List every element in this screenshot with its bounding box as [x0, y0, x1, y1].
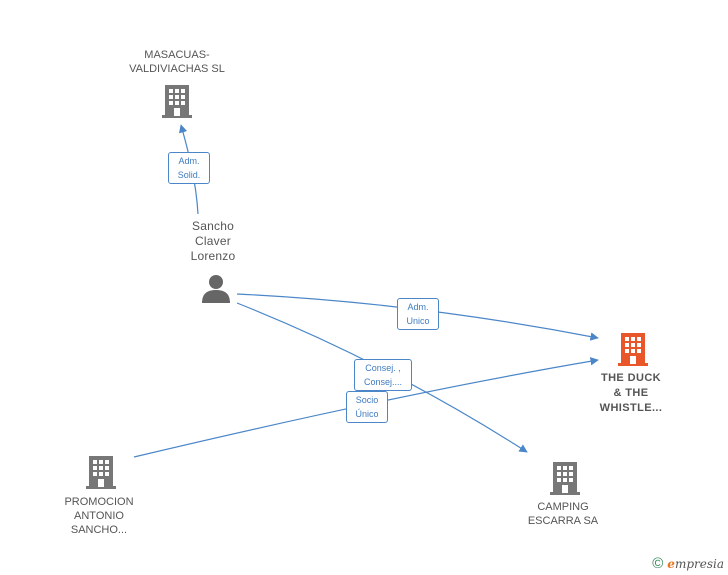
- edge-label-socio[interactable]: Socio Único: [346, 391, 388, 423]
- building-icon[interactable]: [550, 461, 580, 495]
- person-label-sancho[interactable]: Sancho Claver Lorenzo: [190, 219, 236, 263]
- company-label-duck[interactable]: THE DUCK & THE WHISTLE...: [599, 372, 663, 414]
- building-icon[interactable]: [162, 84, 192, 118]
- footer-brand: © empresia: [652, 555, 724, 572]
- edge-label-adm-solid[interactable]: Adm. Solid.: [168, 152, 210, 184]
- edge-label-consej[interactable]: Consej. , Consej....: [354, 359, 412, 391]
- company-label-masacuas[interactable]: MASACUAS- VALDIVIACHAS SL: [129, 49, 225, 75]
- edge-label-adm-unico[interactable]: Adm. Unico: [397, 298, 439, 330]
- building-icon[interactable]: [86, 455, 116, 489]
- brand-logo[interactable]: empresia: [667, 556, 724, 571]
- building-icon[interactable]: [618, 332, 648, 366]
- company-label-camping[interactable]: CAMPING ESCARRA SA: [527, 501, 599, 527]
- person-icon[interactable]: [201, 273, 231, 303]
- company-label-promocion[interactable]: PROMOCION ANTONIO SANCHO...: [64, 496, 134, 536]
- copyright-icon: ©: [652, 555, 664, 572]
